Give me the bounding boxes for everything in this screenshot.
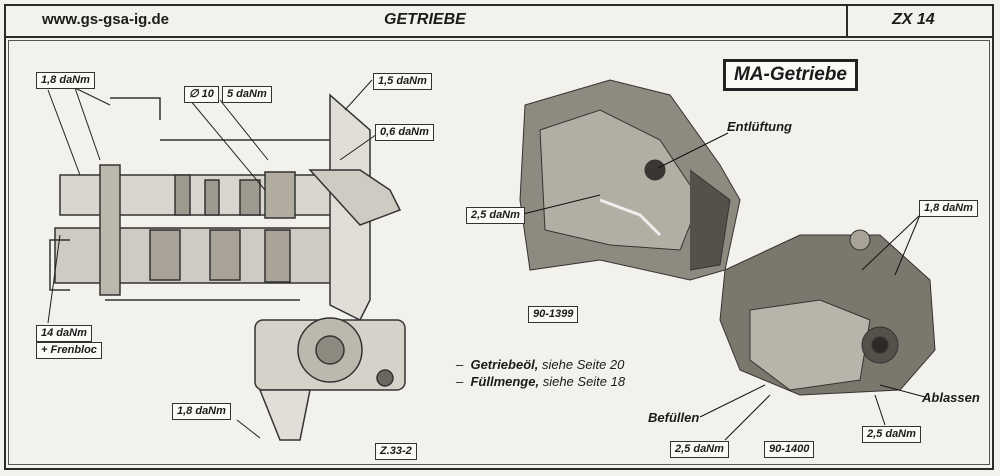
figure-ref-1399: 90-1399 xyxy=(528,306,579,323)
diameter-label: ∅ 10 xyxy=(184,86,219,103)
website-text: www.gs-gsa-ig.de xyxy=(42,11,169,28)
page-title: GETRIEBE xyxy=(384,11,466,28)
figure-ref-z33: Z.33-2 xyxy=(375,443,417,460)
note-item: – Getriebeöl, siehe Seite 20 xyxy=(456,357,625,372)
torque-label-photo1: 2,5 daNm xyxy=(466,207,525,224)
header-divider xyxy=(846,4,848,36)
notes-list: – Getriebeöl, siehe Seite 20 – Füllmenge… xyxy=(456,356,625,390)
vent-label: Entlüftung xyxy=(727,119,792,134)
torque-label-14: 14 daNm xyxy=(36,325,92,342)
gearbox-photo-2 xyxy=(699,214,936,441)
drawing-leader-lines xyxy=(47,79,381,439)
gearbox-cross-section-drawing xyxy=(49,93,406,441)
torque-label-drain: 2,5 daNm xyxy=(862,426,921,443)
torque-label-bottom: 1,8 daNm xyxy=(172,403,231,420)
header-bar: www.gs-gsa-ig.de GETRIEBE ZX 14 xyxy=(4,4,994,38)
frenbloc-label: + Frenbloc xyxy=(36,342,102,359)
page-frame xyxy=(4,4,994,470)
torque-label-fill: 2,5 daNm xyxy=(670,441,729,458)
torque-label-5: 5 daNm xyxy=(222,86,272,103)
fill-label: Befüllen xyxy=(648,410,700,425)
ma-getriebe-heading: MA-Getriebe xyxy=(723,59,858,91)
drain-label: Ablassen xyxy=(922,390,980,405)
gearbox-photo-1 xyxy=(519,79,741,281)
torque-label-1-5: 1,5 daNm xyxy=(373,73,432,90)
note-item: – Füllmenge, siehe Seite 18 xyxy=(456,374,626,389)
torque-label-photo2-top: 1,8 daNm xyxy=(919,200,978,217)
torque-label-0-6: 0,6 daNm xyxy=(375,124,434,141)
figure-ref-1400: 90-1400 xyxy=(764,441,815,458)
model-code: ZX 14 xyxy=(892,11,935,28)
content-frame xyxy=(8,40,990,465)
torque-label-tl: 1,8 daNm xyxy=(36,72,95,89)
